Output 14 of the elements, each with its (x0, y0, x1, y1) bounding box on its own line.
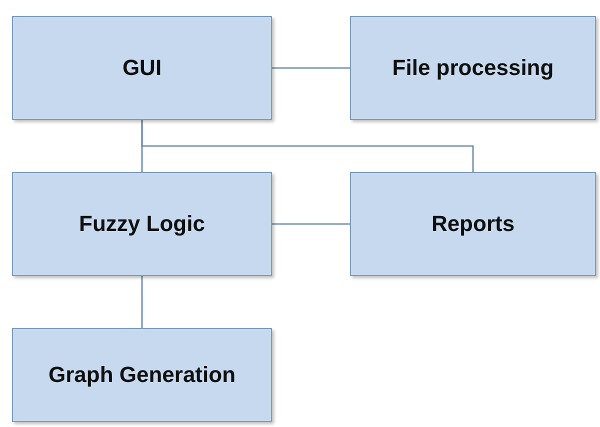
box-label: Graph Generation (48, 362, 236, 388)
connector-line (272, 223, 350, 225)
process-box (350, 16, 596, 120)
process-box (12, 172, 272, 276)
box-label: Fuzzy Logic (79, 211, 205, 237)
connector-line (141, 276, 143, 328)
process-box (12, 16, 272, 120)
box-label: GUI (122, 55, 162, 81)
process-box (350, 172, 596, 276)
connector-line (272, 67, 350, 69)
connector-line (141, 120, 474, 172)
box-label: Reports (431, 211, 515, 237)
box-label: File processing (392, 55, 554, 81)
process-box (12, 328, 272, 422)
